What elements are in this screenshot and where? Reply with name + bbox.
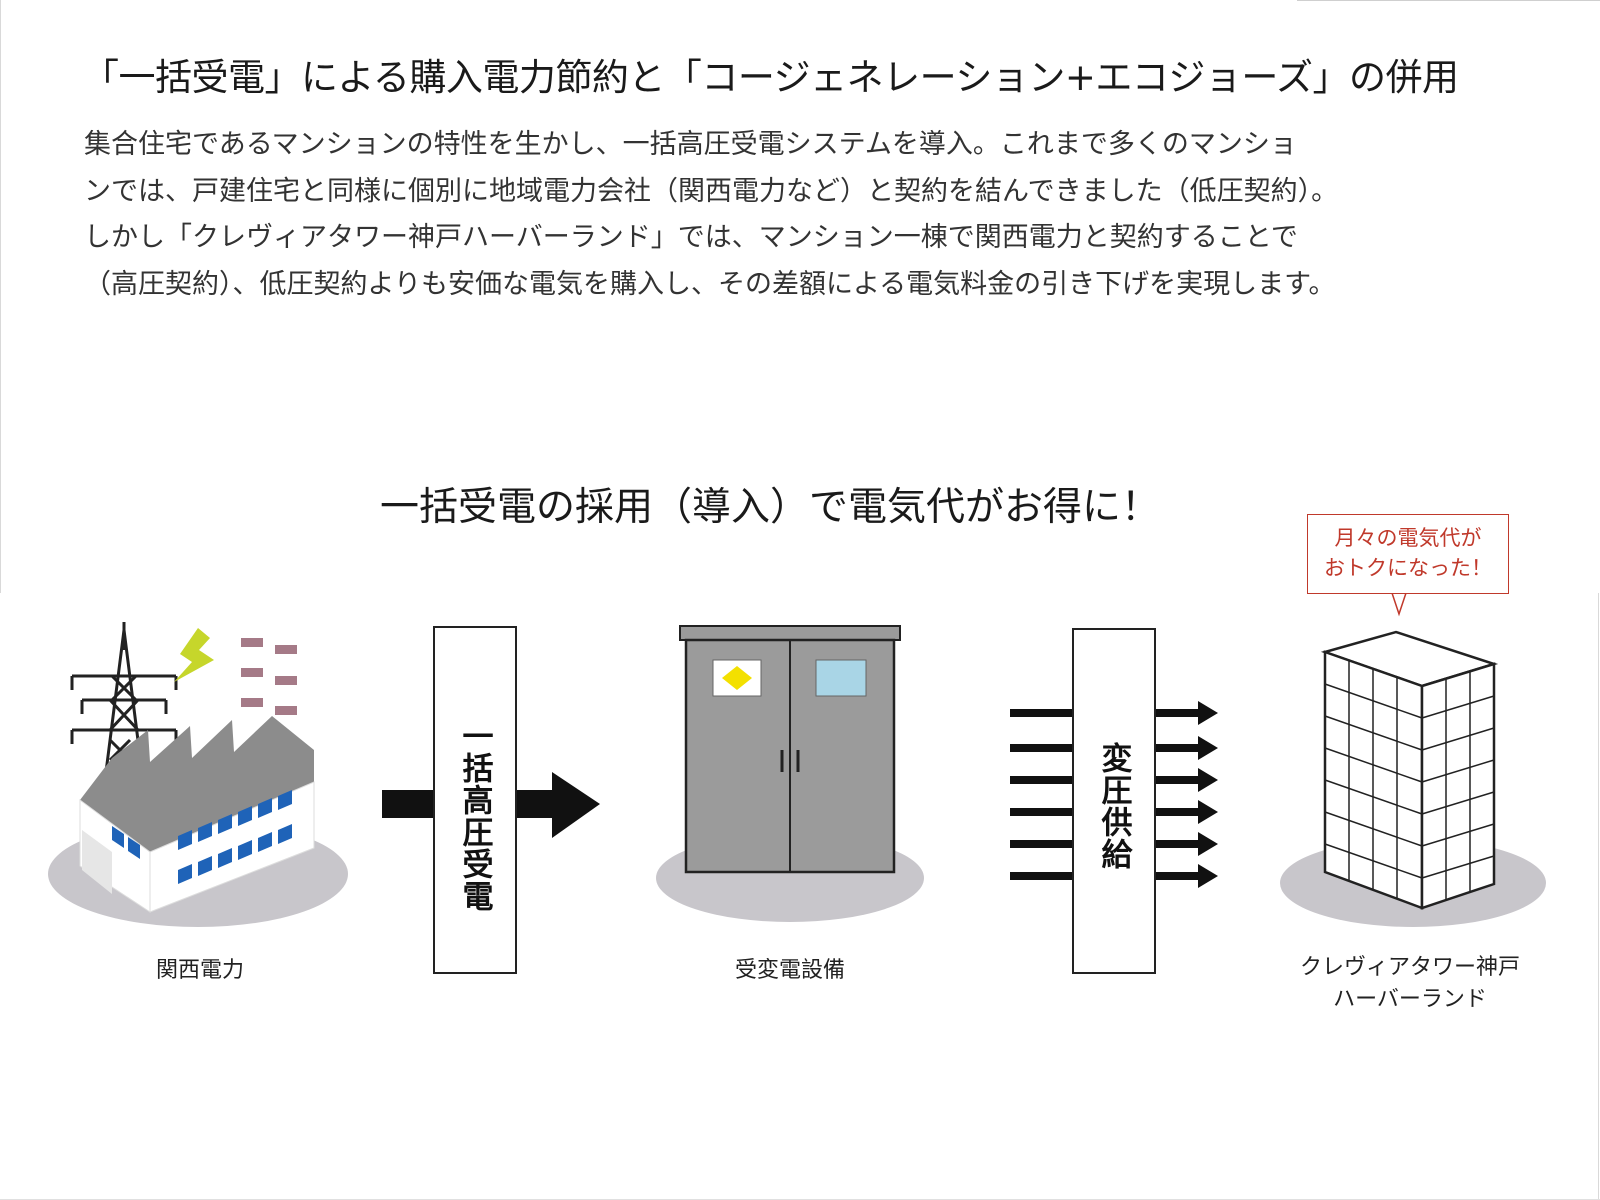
description-line-2: ンでは、戸建住宅と同様に個別に地域電力会社（関西電力など）と契約を結んできました… [84, 175, 1339, 207]
smoke-stack-icon [241, 638, 297, 715]
kansai-label: 関西電力 [155, 958, 244, 983]
callout-tail [1391, 592, 1407, 617]
diagram-headline: 一括受電の採用（導入）で電気代がお得に！ [380, 485, 1161, 530]
callout-line-1: 月々の電気代が [1334, 526, 1482, 550]
description-line-3: しかし「クレヴィアタワー神戸ハーバーランド」では、マンション一棟で関西電力と契約… [84, 222, 1298, 253]
description-line-4: （高圧契約）、低圧契約よりも安価な電気を購入し、その差額による電気料金の引き下げ… [84, 268, 1336, 300]
info-sticker [815, 659, 867, 697]
power-pylon-icon [70, 622, 178, 773]
plant-door [82, 830, 112, 894]
callout-line-2: おトクになった！ [1324, 556, 1492, 580]
description-text: 集合住宅であるマンションの特性を生かし、一括高圧受電システムを導入。これまで多く… [84, 122, 1534, 308]
bulk-receiving-label: 一括高圧受電 [456, 720, 493, 912]
description-line-1: 集合住宅であるマンションの特性を生かし、一括高圧受電システムを導入。これまで多く… [84, 129, 1297, 160]
power-plant-icon [48, 622, 348, 927]
plant-windows [112, 790, 292, 884]
tower-label-line-2: ハーバーランド [1333, 987, 1487, 1012]
substation-cabinet-icon [656, 625, 924, 922]
transform-supply-label: 変圧供給 [1095, 742, 1132, 870]
tower-label-line-1: クレヴィアタワー神戸 [1299, 955, 1520, 980]
plant-roof [80, 716, 314, 852]
substation-label: 受変電設備 [734, 958, 845, 983]
tower-label: クレヴィアタワー神戸 ハーバーランド [1275, 952, 1545, 1016]
apartment-tower-icon [1280, 630, 1546, 927]
bulk-receiving-box: 一括高圧受電 [433, 626, 517, 974]
transform-supply-box: 変圧供給 [1072, 628, 1156, 974]
lightning-icon [174, 628, 214, 682]
page-title: 「一括受電」による購入電力節約と「コージェネレーション+エコジョーズ」の併用 [82, 56, 1459, 99]
transform-supply-arrows [1010, 701, 1218, 888]
savings-callout: 月々の電気代が おトクになった！ [1307, 514, 1509, 594]
tower-grid [1324, 660, 1495, 900]
